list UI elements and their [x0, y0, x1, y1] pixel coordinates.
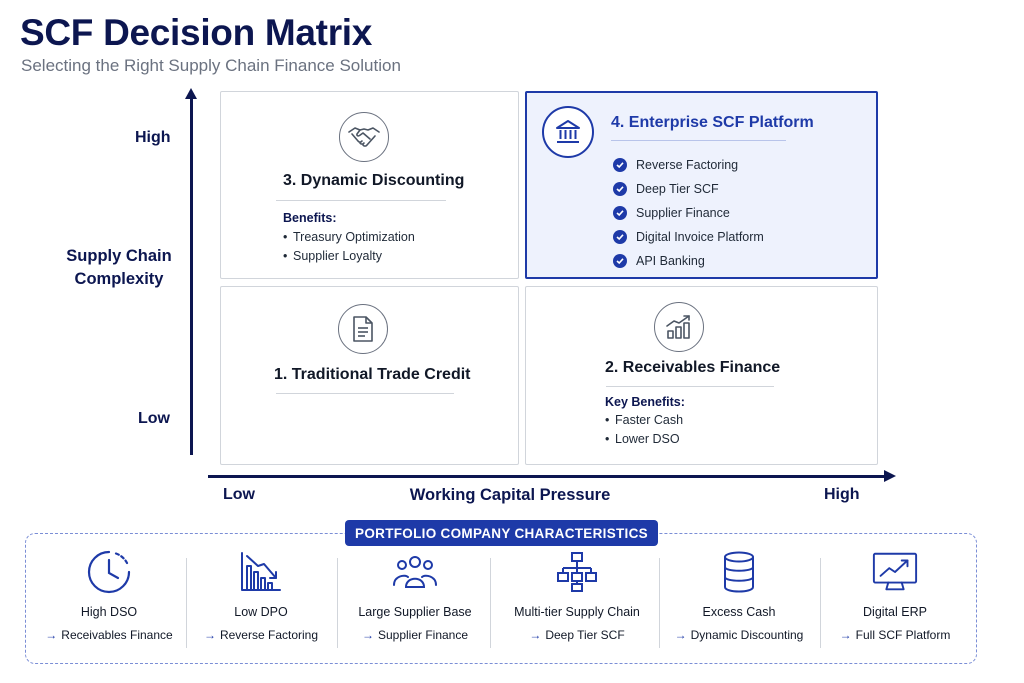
characteristic-label: Digital ERP	[863, 605, 927, 619]
y-axis-line	[190, 92, 193, 455]
check-icon	[613, 254, 627, 268]
quadrant-traditional-trade-credit: 1. Traditional Trade Credit	[220, 286, 519, 465]
clock-icon	[85, 548, 133, 596]
characteristic-digital-erp: Digital ERP →Full SCF Platform	[828, 548, 962, 656]
list-item: Reverse Factoring	[613, 153, 764, 177]
characteristic-large-supplier-base: Large Supplier Base →Supplier Finance	[345, 548, 485, 656]
quadrant-receivables-finance: 2. Receivables Finance Key Benefits: Fas…	[525, 286, 878, 465]
characteristic-label: Large Supplier Base	[358, 605, 472, 619]
monitor-chart-icon	[871, 548, 919, 596]
list-item: Digital Invoice Platform	[613, 225, 764, 249]
features-list: Reverse Factoring Deep Tier SCF Supplier…	[613, 153, 764, 273]
list-item: API Banking	[613, 249, 764, 273]
arrow-right-icon: →	[529, 628, 542, 642]
check-icon	[613, 230, 627, 244]
check-icon	[613, 206, 627, 220]
x-axis-low-label: Low	[223, 486, 255, 503]
arrow-right-icon: →	[361, 628, 374, 642]
separator	[186, 558, 187, 648]
y-axis-high-label: High	[135, 129, 171, 146]
quadrant-title: 3. Dynamic Discounting	[283, 172, 465, 189]
characteristic-multi-tier-supply-chain: Multi-tier Supply Chain →Deep Tier SCF	[498, 548, 656, 656]
list-item: Lower DSO	[605, 430, 683, 449]
y-axis-low-label: Low	[138, 410, 170, 427]
benefits-list: Faster Cash Lower DSO	[605, 411, 683, 449]
characteristic-result: →Receivables Finance	[45, 628, 173, 642]
growth-chart-icon	[654, 302, 704, 352]
hierarchy-icon	[553, 548, 601, 596]
declining-chart-icon	[237, 548, 285, 596]
quadrant-title: 2. Receivables Finance	[605, 359, 781, 376]
list-item: Supplier Finance	[613, 201, 764, 225]
characteristic-result: →Reverse Factoring	[203, 628, 319, 642]
quadrant-dynamic-discounting: 3. Dynamic Discounting Benefits: Treasur…	[220, 91, 519, 279]
x-axis-line	[208, 475, 888, 478]
benefits-list: Treasury Optimization Supplier Loyalty	[283, 228, 415, 266]
bank-icon	[542, 106, 594, 158]
quadrant-title: 4. Enterprise SCF Platform	[611, 114, 814, 131]
characteristic-label: Multi-tier Supply Chain	[514, 605, 640, 619]
characteristic-result: →Supplier Finance	[361, 628, 469, 642]
page-subtitle: Selecting the Right Supply Chain Finance…	[21, 56, 401, 75]
page-title: SCF Decision Matrix	[20, 12, 373, 53]
check-icon	[613, 182, 627, 196]
arrow-right-icon: →	[674, 628, 687, 642]
arrow-right-icon: →	[839, 628, 852, 642]
characteristic-label: Low DPO	[234, 605, 288, 619]
arrow-right-icon: →	[45, 628, 58, 642]
x-axis-high-label: High	[824, 486, 860, 503]
people-group-icon	[391, 548, 439, 596]
characteristic-low-dpo: Low DPO →Reverse Factoring	[196, 548, 326, 656]
separator	[820, 558, 821, 648]
divider	[276, 200, 446, 201]
arrow-right-icon: →	[203, 628, 216, 642]
quadrant-enterprise-scf-platform: 4. Enterprise SCF Platform Reverse Facto…	[525, 91, 878, 279]
characteristic-high-dso: High DSO →Receivables Finance	[40, 548, 178, 656]
y-axis-title: Supply Chain Complexity	[66, 247, 172, 288]
characteristic-result: →Dynamic Discounting	[674, 628, 804, 642]
characteristics-heading: PORTFOLIO COMPANY CHARACTERISTICS	[345, 520, 658, 546]
list-item: Supplier Loyalty	[283, 247, 415, 266]
characteristic-result: →Full SCF Platform	[839, 628, 951, 642]
characteristic-excess-cash: Excess Cash →Dynamic Discounting	[668, 548, 810, 656]
characteristic-label: High DSO	[80, 605, 138, 619]
document-icon	[338, 304, 388, 354]
quadrant-title: 1. Traditional Trade Credit	[274, 366, 471, 383]
list-item: Treasury Optimization	[283, 228, 415, 247]
divider	[611, 140, 786, 141]
separator	[490, 558, 491, 648]
divider	[606, 386, 774, 387]
separator	[337, 558, 338, 648]
y-axis-arrow-icon	[185, 88, 197, 99]
benefits-heading: Key Benefits:	[605, 395, 685, 409]
characteristic-result: →Deep Tier SCF	[529, 628, 625, 642]
list-item: Faster Cash	[605, 411, 683, 430]
divider	[276, 393, 454, 394]
characteristic-label: Excess Cash	[702, 605, 776, 619]
benefits-heading: Benefits:	[283, 211, 337, 225]
separator	[659, 558, 660, 648]
x-axis-title: Working Capital Pressure	[409, 486, 611, 504]
check-icon	[613, 158, 627, 172]
x-axis-arrow-icon	[884, 470, 896, 482]
handshake-icon	[339, 112, 389, 162]
database-stack-icon	[715, 548, 763, 596]
list-item: Deep Tier SCF	[613, 177, 764, 201]
